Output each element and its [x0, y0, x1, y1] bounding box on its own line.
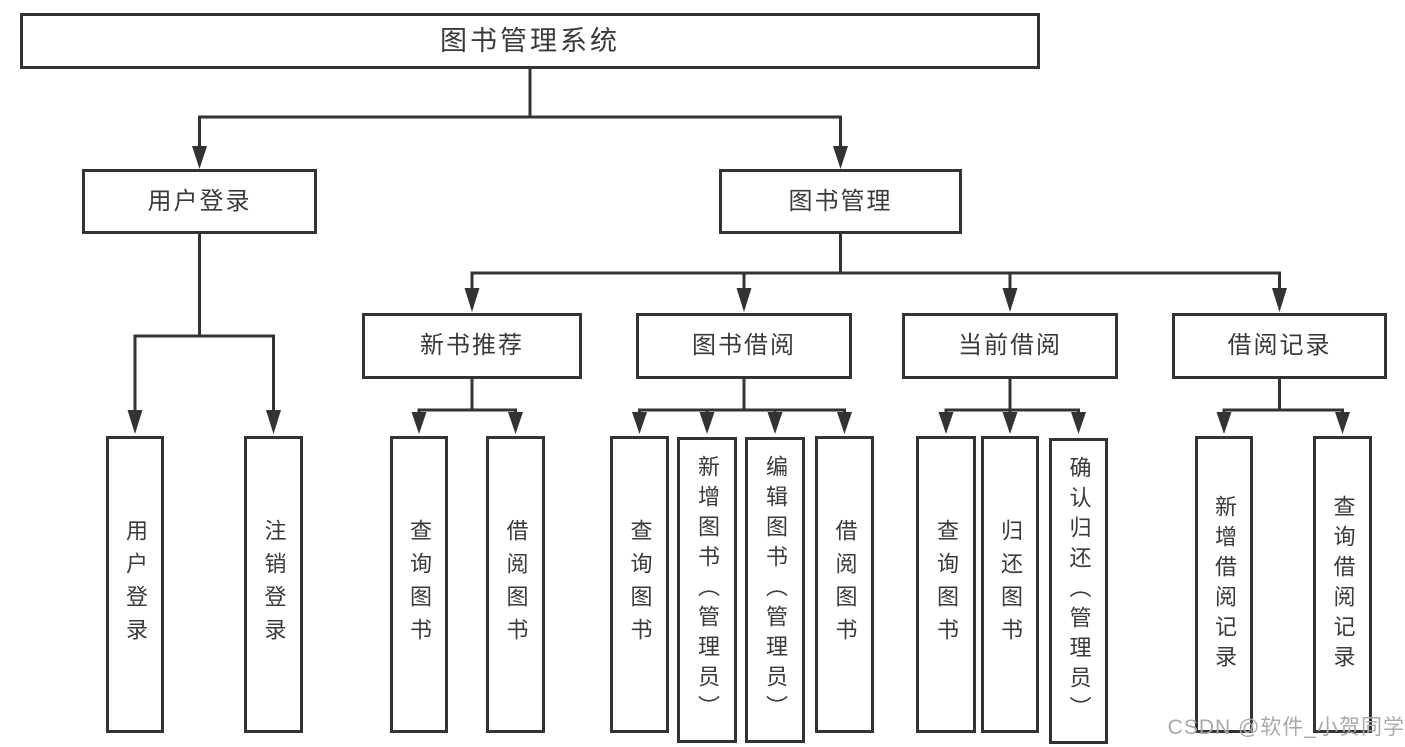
node-borrow-records: 借阅记录	[1172, 313, 1387, 379]
connector-book-management	[464, 232, 1287, 312]
node-label: 用户登录	[147, 187, 252, 215]
node-new-book-recommend: 新书推荐	[362, 313, 582, 379]
node-label: 新增借阅记录	[1212, 494, 1237, 675]
connector-new-book-recommend	[411, 377, 523, 434]
node-library-management-system: 图书管理系统	[20, 13, 1040, 69]
leaf-add-borrow-record: 新增借阅记录	[1195, 436, 1253, 733]
node-label: 查询借阅记录	[1330, 494, 1356, 675]
node-label: 借阅记录	[1227, 332, 1332, 359]
node-label: 新增图书（管理员）	[695, 455, 720, 725]
node-label: 注销登录	[261, 518, 287, 651]
leaf-query-books-borrow: 查询图书	[610, 436, 669, 733]
connector-book-borrow	[632, 377, 852, 434]
leaf-user-login: 用户登录	[106, 436, 164, 733]
node-current-borrow: 当前借阅	[902, 313, 1118, 379]
node-label: 查询图书	[407, 518, 432, 651]
leaf-borrow-books: 借阅图书	[815, 436, 874, 733]
leaf-confirm-return-admin: 确认归还（管理员）	[1049, 438, 1108, 744]
node-label: 确认归还（管理员）	[1066, 456, 1092, 726]
node-label: 图书管理系统	[440, 25, 620, 56]
leaf-return-books: 归还图书	[981, 436, 1039, 733]
leaf-add-books-admin: 新增图书（管理员）	[677, 437, 737, 743]
leaf-query-books-current: 查询图书	[916, 436, 976, 733]
leaf-logout: 注销登录	[244, 436, 303, 733]
leaf-query-borrow-record: 查询借阅记录	[1313, 436, 1372, 733]
node-label: 借阅图书	[503, 518, 529, 651]
node-label: 借阅图书	[832, 518, 858, 651]
connector-current-borrow	[938, 377, 1086, 434]
node-label: 查询图书	[934, 518, 959, 651]
node-label: 新书推荐	[420, 332, 524, 359]
node-label: 用户登录	[123, 518, 148, 651]
leaf-edit-books-admin: 编辑图书（管理员）	[745, 437, 805, 743]
node-book-borrow: 图书借阅	[636, 313, 852, 379]
csdn-watermark: CSDN @软件_小贺同学	[1167, 716, 1405, 739]
leaf-query-books-recommend: 查询图书	[390, 436, 448, 733]
connector-user-login	[127, 232, 281, 434]
node-label: 编辑图书（管理员）	[763, 455, 788, 725]
node-label: 图书借阅	[692, 332, 796, 359]
node-label: 归还图书	[998, 518, 1023, 651]
node-label: 图书管理	[788, 187, 893, 215]
connector-borrow-records	[1216, 377, 1350, 434]
node-label: 查询图书	[627, 518, 653, 651]
node-book-management: 图书管理	[719, 169, 962, 234]
node-user-login: 用户登录	[82, 169, 317, 234]
node-label: 当前借阅	[958, 332, 1062, 359]
connector-root	[192, 67, 848, 169]
leaf-borrow-books-recommend: 借阅图书	[486, 436, 545, 733]
